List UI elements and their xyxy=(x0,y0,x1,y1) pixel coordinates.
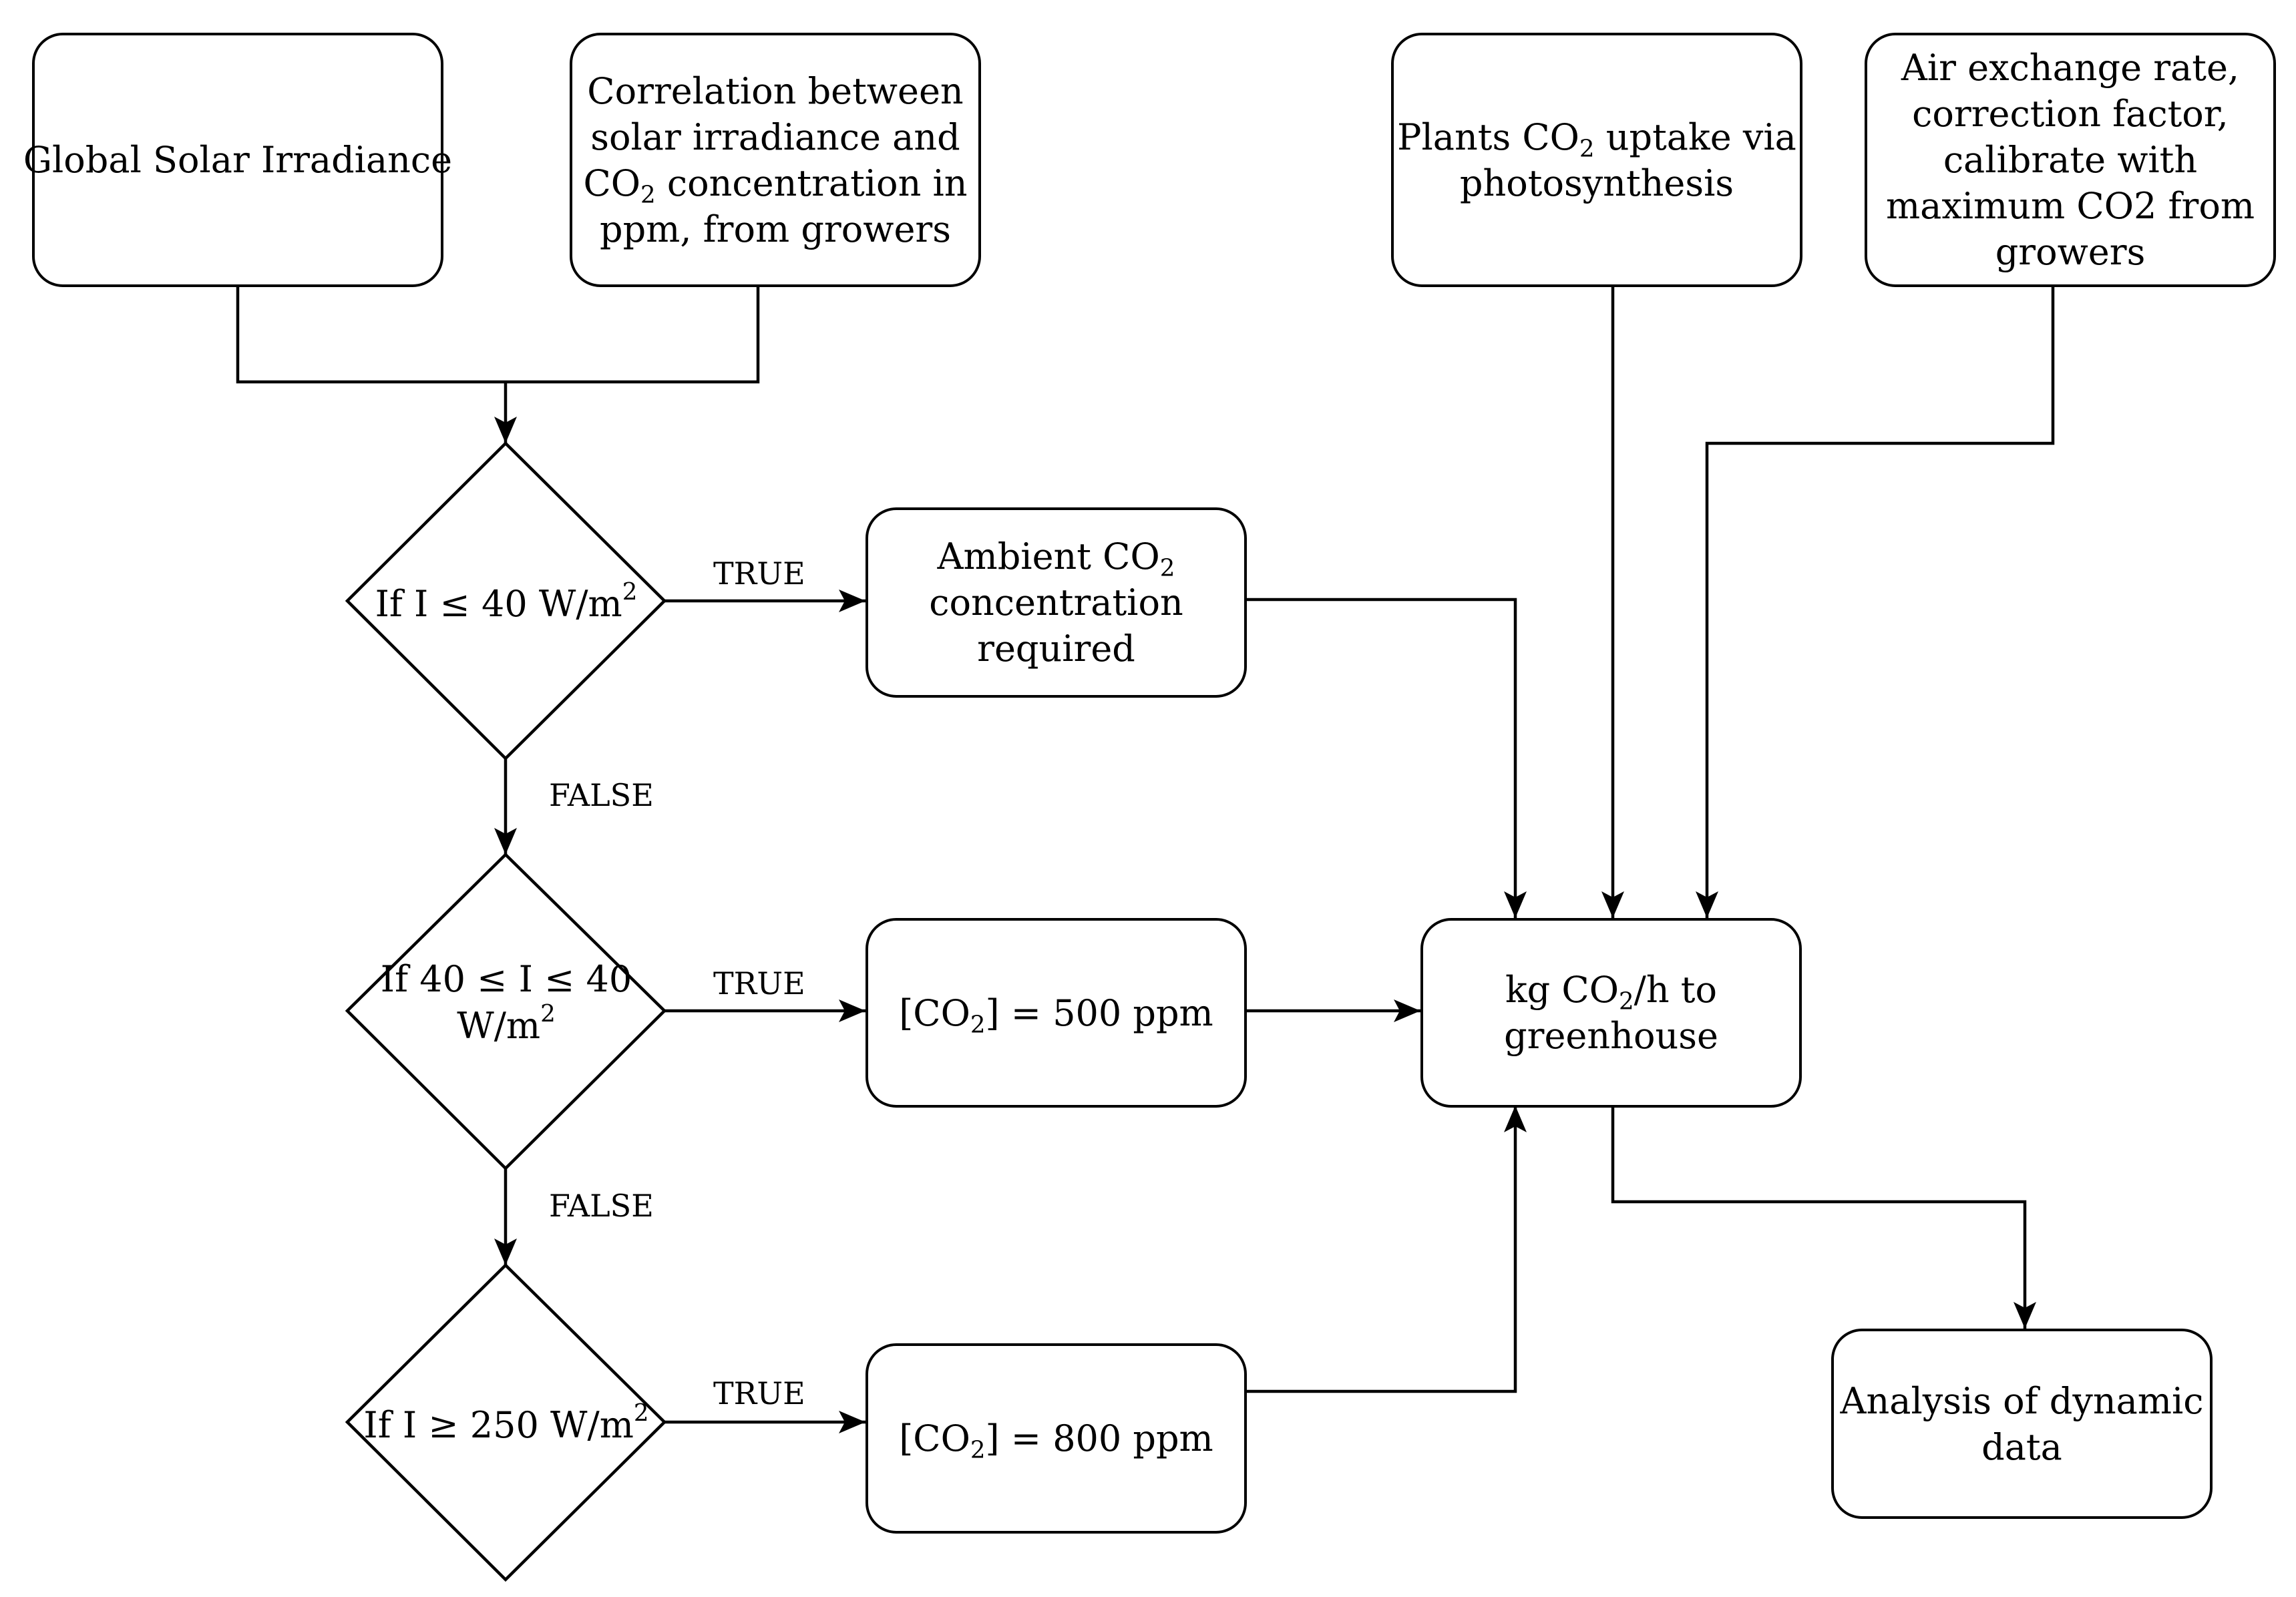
text-line: kg CO2/h to xyxy=(1505,969,1718,1015)
air-exchange-box: Air exchange rate,correction factor,cali… xyxy=(1865,33,2276,287)
decision-1-text: If I ≤ 40 W/m2 xyxy=(361,578,652,628)
text-line: Plants CO2 uptake via xyxy=(1397,116,1796,163)
superscript: 2 xyxy=(540,1000,556,1028)
connector-kg-to-analysis xyxy=(1611,1106,2036,1329)
text-line: correction factor, xyxy=(1912,93,2229,135)
text-line: data xyxy=(1981,1425,2062,1468)
text-line: required xyxy=(977,628,1135,670)
text-line: solar irradiance and xyxy=(590,116,960,158)
true-label-1: TRUE xyxy=(713,555,805,592)
text-line: concentration xyxy=(929,582,1183,624)
text-line: maximum CO2 from xyxy=(1885,185,2255,227)
false-label-2: FALSE xyxy=(549,1188,654,1224)
text-line: Analysis of dynamic xyxy=(1840,1379,2204,1422)
superscript: 2 xyxy=(633,1399,649,1427)
text-lines: If I ≤ 40 W/m2 xyxy=(361,578,652,628)
subscript: 2 xyxy=(1579,135,1595,163)
text-line: Ambient CO2 xyxy=(937,535,1175,582)
superscript: 2 xyxy=(622,578,638,606)
text-line: If I ≥ 250 W/m2 xyxy=(363,1399,649,1446)
true-label-2: TRUE xyxy=(713,965,805,1001)
subscript: 2 xyxy=(1619,987,1634,1015)
text-line: If I ≤ 40 W/m2 xyxy=(375,578,638,625)
text-line: If 40 ≤ I ≤ 40 xyxy=(380,958,632,1000)
connector-air-to-kg xyxy=(1696,286,2055,918)
subscript: 2 xyxy=(1159,554,1175,582)
text-line: calibrate with xyxy=(1943,139,2198,181)
co2-800-ppm-box: [CO2] = 800 ppm xyxy=(866,1343,1247,1534)
text-line: photosynthesis xyxy=(1459,162,1734,204)
text-line: Air exchange rate, xyxy=(1901,47,2240,89)
text-lines: [CO2] = 800 ppm xyxy=(899,1415,1213,1464)
text-line: W/m2 xyxy=(457,1000,556,1047)
subscript: 2 xyxy=(640,181,656,209)
global-solar-irradiance-box: Global Solar Irradiance xyxy=(23,33,452,287)
text-line: growers xyxy=(1995,231,2146,273)
false-label-1: FALSE xyxy=(549,777,654,813)
text-line: Correlation between xyxy=(587,69,964,112)
subscript: 2 xyxy=(970,1436,986,1464)
text-lines: [CO2] = 500 ppm xyxy=(899,990,1213,1039)
decision-diamond-3 xyxy=(345,1263,667,1582)
text-line: ppm, from growers xyxy=(600,208,951,250)
true-label-3: TRUE xyxy=(713,1375,805,1411)
subscript: 2 xyxy=(970,1011,986,1039)
text-line: [CO2] = 800 ppm xyxy=(899,1417,1213,1464)
text-line: [CO2] = 500 ppm xyxy=(899,991,1213,1039)
text-lines: If I ≥ 250 W/m2 xyxy=(341,1399,672,1449)
connector-irradiance-merge xyxy=(236,286,760,384)
connector-ambient-to-kg xyxy=(1245,598,1527,918)
text-lines: Global Solar Irradiance xyxy=(23,137,452,183)
text-line: greenhouse xyxy=(1504,1015,1718,1057)
connector-800-to-kg xyxy=(1245,1106,1527,1393)
decision-3-text: If I ≥ 250 W/m2 xyxy=(341,1399,672,1449)
text-line: CO2 concentration in xyxy=(583,162,968,209)
text-lines: Air exchange rate,correction factor,cali… xyxy=(1886,45,2255,275)
text-line: Global Solar Irradiance xyxy=(23,139,453,181)
co2-500-ppm-box: [CO2] = 500 ppm xyxy=(866,918,1247,1108)
